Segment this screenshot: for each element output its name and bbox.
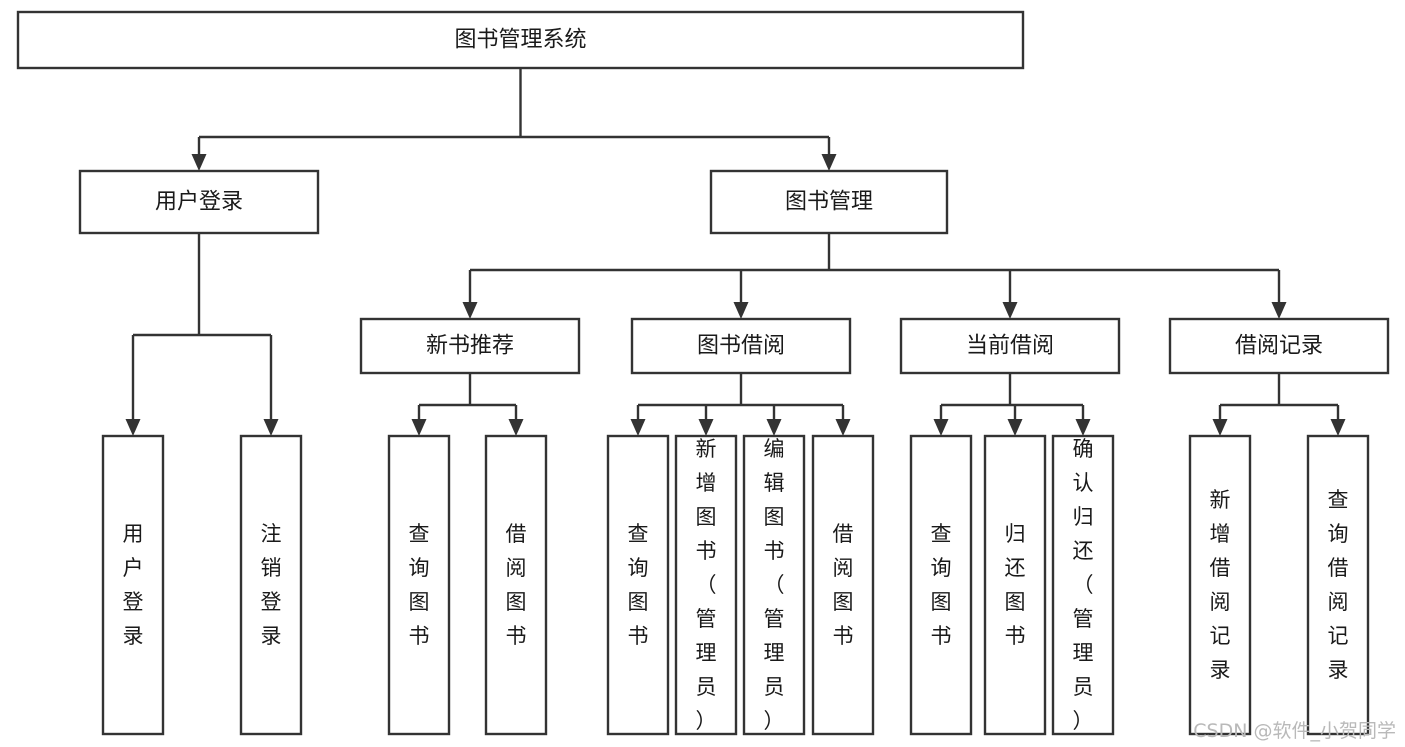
node-label-leaf-cur-confirm: 确认归还（管理员） <box>1073 437 1094 733</box>
watermark-label: CSDN @软件_小贺同学 <box>1193 720 1396 742</box>
node-leaf-rec-search[interactable]: 查询借阅记录 <box>1306 434 1370 736</box>
node-root[interactable]: 图书管理系统 <box>16 10 1025 70</box>
node-label-leaf-rec-add: 新增借阅记录 <box>1210 488 1231 682</box>
node-box-leaf-user-logout[interactable] <box>239 434 303 736</box>
arrow-head-icon <box>835 419 851 436</box>
node-borrow-record[interactable]: 借阅记录 <box>1168 317 1390 375</box>
node-box-leaf-rec-search[interactable] <box>1306 434 1370 736</box>
node-label-book-mgmt: 图书管理 <box>785 190 873 215</box>
node-box-leaf-rec-query[interactable] <box>387 434 451 736</box>
node-box-book-mgmt[interactable] <box>709 169 949 235</box>
node-book-borrow[interactable]: 图书借阅 <box>630 317 852 375</box>
node-box-leaf-borrow-add[interactable] <box>674 434 738 736</box>
node-box-leaf-borrow-edit[interactable] <box>742 434 806 736</box>
node-new-book-rec[interactable]: 新书推荐 <box>359 317 581 375</box>
arrow-head-icon <box>1330 419 1346 436</box>
node-box-leaf-cur-query[interactable] <box>909 434 973 736</box>
node-layer: 图书管理系统用户登录图书管理新书推荐图书借阅当前借阅借阅记录用户登录注销登录查询… <box>16 10 1390 736</box>
node-leaf-rec-add[interactable]: 新增借阅记录 <box>1188 434 1252 736</box>
node-box-user-login[interactable] <box>78 169 320 235</box>
arrow-head-icon <box>1002 302 1018 319</box>
arrow-head-icon <box>733 302 749 319</box>
node-label-leaf-user-logout: 注销登录 <box>261 522 282 648</box>
arrow-head-icon <box>462 302 478 319</box>
arrow-head-icon <box>1075 419 1091 436</box>
arrow-head-icon <box>125 419 141 436</box>
node-box-root[interactable] <box>16 10 1025 70</box>
node-leaf-borrow-add[interactable]: 新增图书（管理员） <box>674 434 738 736</box>
node-label-root: 图书管理系统 <box>454 28 586 53</box>
node-label-leaf-cur-query: 查询图书 <box>931 522 952 648</box>
node-label-leaf-rec-borrow: 借阅图书 <box>506 522 527 648</box>
connector-layer <box>125 68 1346 436</box>
node-leaf-borrow-lend[interactable]: 借阅图书 <box>811 434 875 736</box>
arrow-head-icon <box>1007 419 1023 436</box>
arrow-head-icon <box>1271 302 1287 319</box>
node-box-leaf-rec-borrow[interactable] <box>484 434 548 736</box>
node-box-leaf-cur-confirm[interactable] <box>1051 434 1115 736</box>
arrow-head-icon <box>698 419 714 436</box>
arrow-head-icon <box>766 419 782 436</box>
node-box-leaf-rec-add[interactable] <box>1188 434 1252 736</box>
node-label-borrow-record: 借阅记录 <box>1235 334 1323 359</box>
node-box-borrow-record[interactable] <box>1168 317 1390 375</box>
node-current-borrow[interactable]: 当前借阅 <box>899 317 1121 375</box>
arrow-head-icon <box>933 419 949 436</box>
arrow-head-icon <box>630 419 646 436</box>
node-label-leaf-rec-search: 查询借阅记录 <box>1328 488 1349 682</box>
node-leaf-borrow-edit[interactable]: 编辑图书（管理员） <box>742 434 806 736</box>
node-leaf-borrow-query[interactable]: 查询图书 <box>606 434 670 736</box>
node-label-book-borrow: 图书借阅 <box>697 334 785 359</box>
node-leaf-user-login[interactable]: 用户登录 <box>101 434 165 736</box>
node-leaf-user-logout[interactable]: 注销登录 <box>239 434 303 736</box>
arrow-head-icon <box>411 419 427 436</box>
node-label-leaf-borrow-add: 新增图书（管理员） <box>696 437 717 733</box>
node-box-book-borrow[interactable] <box>630 317 852 375</box>
node-label-leaf-rec-query: 查询图书 <box>409 522 430 648</box>
arrow-head-icon <box>1212 419 1228 436</box>
node-label-new-book-rec: 新书推荐 <box>426 334 514 359</box>
node-box-leaf-borrow-query[interactable] <box>606 434 670 736</box>
arrow-head-icon <box>263 419 279 436</box>
arrow-head-icon <box>821 154 837 171</box>
node-label-leaf-cur-return: 归还图书 <box>1005 522 1026 648</box>
node-leaf-rec-query[interactable]: 查询图书 <box>387 434 451 736</box>
node-label-leaf-borrow-lend: 借阅图书 <box>833 522 854 648</box>
node-box-new-book-rec[interactable] <box>359 317 581 375</box>
node-box-leaf-cur-return[interactable] <box>983 434 1047 736</box>
arrow-head-icon <box>191 154 207 171</box>
node-box-leaf-user-login[interactable] <box>101 434 165 736</box>
node-leaf-cur-return[interactable]: 归还图书 <box>983 434 1047 736</box>
node-box-current-borrow[interactable] <box>899 317 1121 375</box>
node-book-mgmt[interactable]: 图书管理 <box>709 169 949 235</box>
node-label-leaf-user-login: 用户登录 <box>123 522 144 648</box>
node-box-leaf-borrow-lend[interactable] <box>811 434 875 736</box>
node-leaf-rec-borrow[interactable]: 借阅图书 <box>484 434 548 736</box>
node-label-leaf-borrow-edit: 编辑图书（管理员） <box>764 437 785 733</box>
arrow-head-icon <box>508 419 524 436</box>
node-label-user-login: 用户登录 <box>155 190 243 215</box>
node-label-current-borrow: 当前借阅 <box>966 334 1054 359</box>
node-label-leaf-borrow-query: 查询图书 <box>628 522 649 648</box>
node-leaf-cur-query[interactable]: 查询图书 <box>909 434 973 736</box>
node-user-login[interactable]: 用户登录 <box>78 169 320 235</box>
node-leaf-cur-confirm[interactable]: 确认归还（管理员） <box>1051 434 1115 736</box>
